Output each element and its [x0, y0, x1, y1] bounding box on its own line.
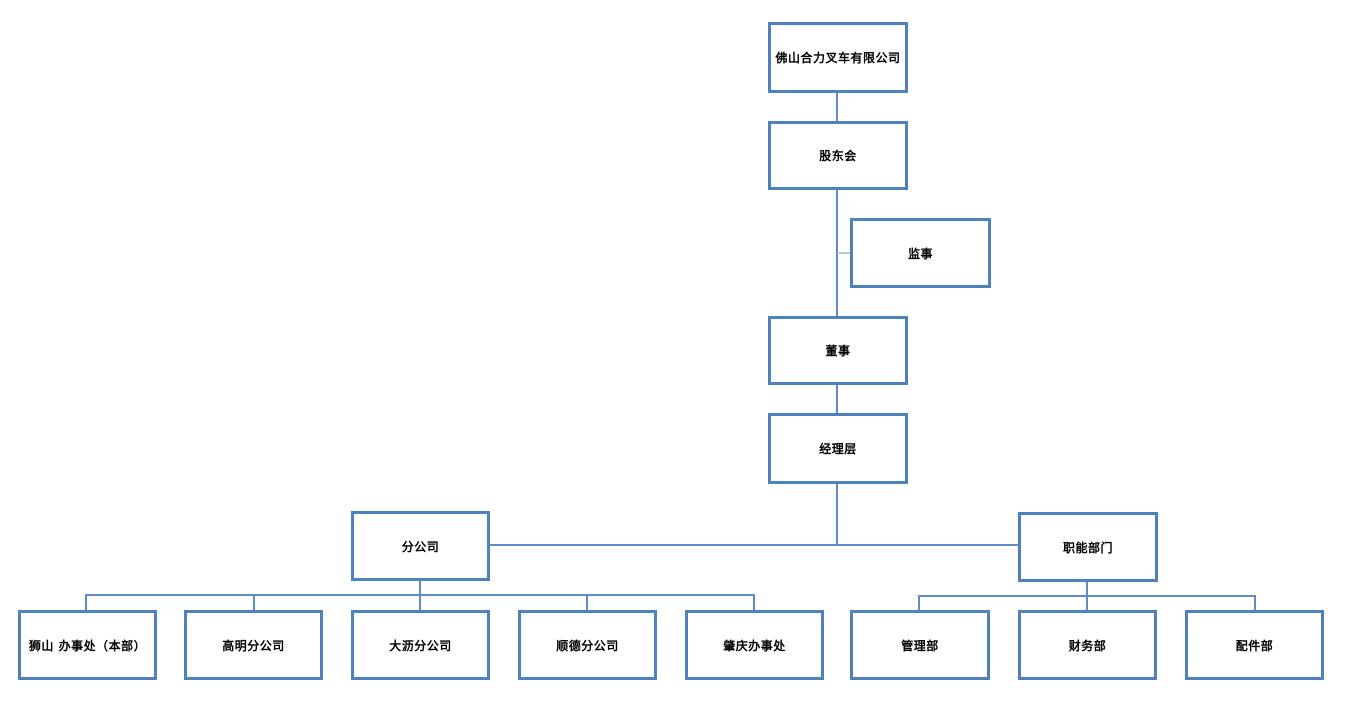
org-node-director: 董事: [768, 316, 908, 385]
connector-shareholders-director: [836, 190, 838, 316]
connector-stub-shunde: [586, 595, 588, 610]
connector-stub-finance: [1086, 596, 1088, 610]
connector-director-management: [836, 385, 838, 413]
org-node-management: 经理层: [768, 413, 908, 484]
org-node-zhaoqing-office: 肇庆办事处: [685, 610, 824, 680]
org-node-finance-dept: 财务部: [1018, 610, 1157, 680]
connector-supervisor-stub: [839, 252, 850, 254]
org-node-branches: 分公司: [351, 511, 490, 581]
connector-stub-parts: [1254, 596, 1256, 610]
org-node-company: 佛山合力叉车有限公司: [768, 22, 908, 93]
connector-stub-admin: [918, 596, 920, 610]
connector-stub-gaoming: [253, 595, 255, 610]
connector-stub-shishan: [85, 595, 87, 610]
org-node-parts-dept: 配件部: [1185, 610, 1324, 680]
connector-branches-functional: [490, 544, 1018, 546]
org-node-shishan-office: 狮山 办事处（本部）: [18, 610, 157, 680]
connector-management-down: [836, 484, 838, 545]
connector-stub-dali: [419, 595, 421, 610]
org-node-gaoming-branch: 高明分公司: [184, 610, 323, 680]
org-node-functional-departments: 职能部门: [1018, 512, 1158, 582]
org-node-shareholders: 股东会: [768, 121, 908, 190]
connector-functional-down: [1086, 582, 1088, 596]
connector-branches-down: [419, 581, 421, 595]
org-node-supervisor: 监事: [850, 218, 991, 288]
org-node-shunde-branch: 顺德分公司: [518, 610, 657, 680]
connector-company-shareholders: [836, 93, 838, 121]
org-node-dali-branch: 大沥分公司: [351, 610, 490, 680]
connector-stub-zhaoqing: [753, 595, 755, 610]
org-node-admin-dept: 管理部: [850, 610, 990, 680]
